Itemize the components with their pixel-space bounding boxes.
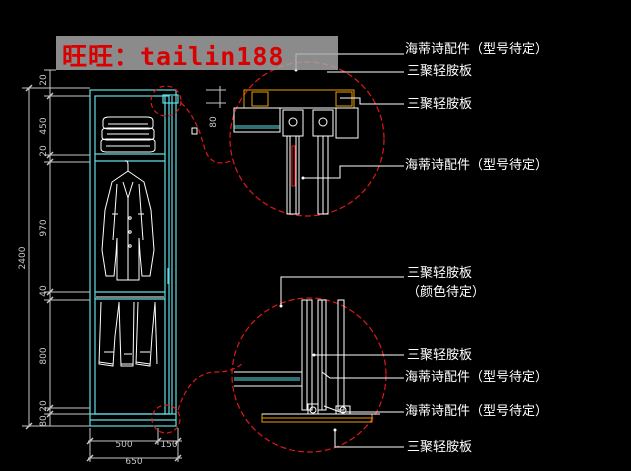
dim-overall-650: 650 <box>125 457 142 467</box>
dim-overall-2400: 2400 <box>18 246 28 269</box>
dim-150: 150 <box>160 440 177 450</box>
horizontal-dimension-chain <box>88 428 182 462</box>
vertical-dimension-chain <box>22 69 90 427</box>
dim-20: 20 <box>39 145 49 157</box>
bottom-detail-circle <box>231 297 387 453</box>
callout-hettich-fitting-3: 海蒂诗配件（型号待定） <box>405 370 549 385</box>
bottom-detail-geometry <box>234 299 380 423</box>
dimension-texts-horizontal: 500 150 650 <box>115 440 177 467</box>
top-detail-circle <box>229 61 385 217</box>
watermark-banner: 旺旺：tailin188 <box>56 36 338 71</box>
callout-melamine-board-5: 三聚轻胺板 <box>407 440 473 455</box>
selection-grip <box>191 127 198 135</box>
callout-hettich-fitting-2: 海蒂诗配件（型号待定） <box>405 158 549 173</box>
callout-melamine-board-4: 三聚轻胺板 <box>407 348 473 363</box>
callout-hettich-fitting-4: 海蒂诗配件（型号待定） <box>405 404 549 419</box>
callout-melamine-board-1: 三聚轻胺板 <box>407 64 473 79</box>
dim-detail-80: 80 <box>209 116 219 128</box>
dim-970: 970 <box>39 219 49 236</box>
callout-melamine-board-2: 三聚轻胺板 <box>407 97 473 112</box>
dim-80: 80 <box>39 415 49 427</box>
callout-color-tbd: （颜色待定） <box>407 285 486 300</box>
cabinet-elevation <box>89 89 179 427</box>
leader-lines <box>280 53 404 448</box>
folded-clothes <box>100 116 156 153</box>
detail-markers <box>150 85 245 434</box>
watermark-text: 旺旺：tailin188 <box>62 42 285 71</box>
dim-450: 450 <box>39 117 49 134</box>
top-detail-geometry <box>233 89 359 215</box>
horizontal-dimension-ticks <box>86 437 182 462</box>
vertical-dimension-ticks <box>25 84 54 430</box>
dim-top-20: 20 <box>39 74 49 86</box>
detail-dimension <box>206 86 226 108</box>
dim-800: 800 <box>39 347 49 364</box>
dimension-texts-vertical: 20 450 20 970 40 800 20 80 2400 80 <box>18 74 219 427</box>
dim-40: 40 <box>39 285 49 297</box>
dim-500: 500 <box>115 440 132 450</box>
callout-melamine-board-3: 三聚轻胺板 <box>407 266 473 281</box>
hanging-jacket <box>101 160 155 281</box>
hanging-trousers <box>96 296 164 367</box>
callout-hettich-fitting-1: 海蒂诗配件（型号待定） <box>405 42 549 57</box>
dim-bottom-20: 20 <box>39 400 49 412</box>
